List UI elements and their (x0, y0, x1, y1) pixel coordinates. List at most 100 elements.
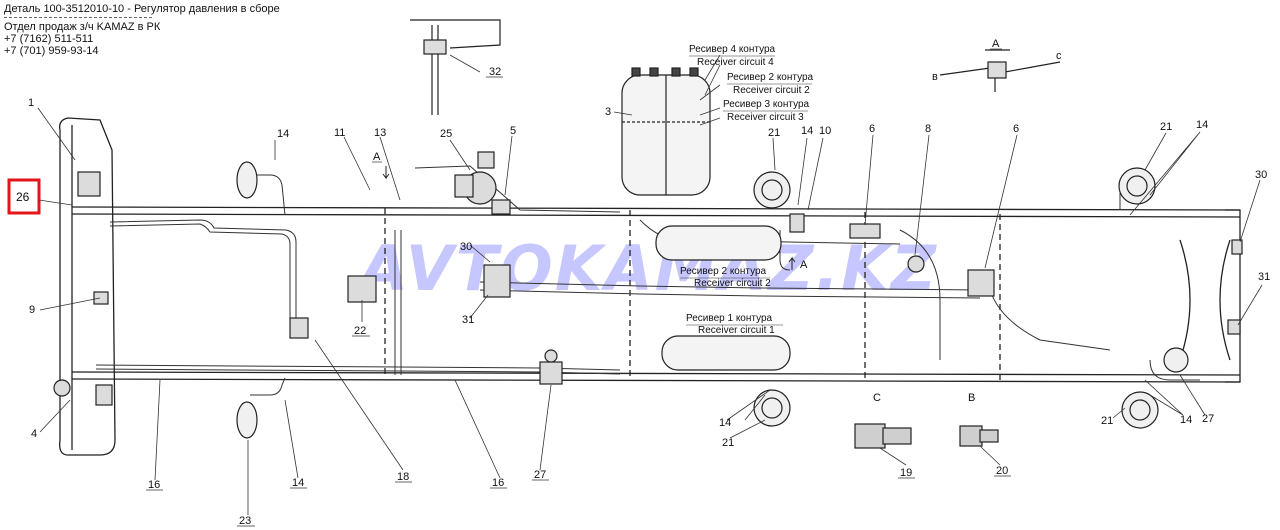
receiver-1-en: Receiver circuit 1 (698, 325, 775, 336)
callout-8: 8 (925, 123, 931, 135)
valve-5 (491, 199, 511, 215)
callout-21-rear-right: 21 (1101, 415, 1113, 427)
front-left-chamber (236, 161, 258, 199)
callout-14-front-left: 14 (277, 128, 289, 140)
receiver-1-ru: Ресивер 1 контура (686, 313, 773, 324)
sales-department: Отдел продаж з/ч KAMAZ в РК (4, 21, 161, 33)
callout-11: 11 (334, 127, 345, 139)
valve-30-rear (1231, 239, 1243, 255)
compressor-1 (77, 171, 101, 197)
receiver-2b-en: Receiver circuit 2 (694, 278, 771, 289)
detail-view-32 (410, 19, 501, 115)
valve-block-30 (483, 264, 511, 298)
callout-20: 20 (996, 465, 1008, 477)
callout-19: 19 (900, 467, 912, 479)
receiver-4-en: Receiver circuit 4 (697, 57, 774, 68)
receiver-circuit-2-tank (655, 225, 782, 261)
callout-21-mid-right: 21 (722, 437, 734, 449)
valve-6-left (849, 223, 881, 239)
valve-8 (907, 255, 925, 273)
callout-9: 9 (29, 304, 35, 316)
callout-6-right: 6 (1013, 123, 1019, 135)
valve-27 (539, 361, 563, 385)
fitting-19 (854, 423, 886, 449)
receiver-circuit-1-tank (661, 335, 791, 371)
watermark-text: AVTOKAMAZ.KZ (355, 232, 938, 305)
callout-30-rear: 30 (1255, 169, 1267, 181)
callout-14-mid-right: 14 (719, 417, 731, 429)
front-right-chamber (236, 401, 258, 439)
callout-10: 10 (819, 125, 831, 137)
callout-21-mid-left: 21 (768, 127, 780, 139)
receiver-4-ru: Ресивер 4 контура (689, 44, 776, 55)
valve-6-right (967, 269, 995, 297)
detail-view-a (939, 49, 1061, 92)
callout-22: 22 (354, 325, 366, 337)
callout-27-rear: 27 (1202, 413, 1214, 425)
valves (53, 151, 1243, 406)
valve-18 (289, 317, 309, 339)
mid-left-chamber (753, 171, 791, 209)
view-a-marker-frame: A (800, 259, 808, 271)
callout-14-mid-left: 14 (801, 125, 813, 137)
callout-21-rear-left: 21 (1160, 121, 1172, 133)
view-c-label: с (1056, 50, 1062, 62)
receiver-3-ru: Ресивер 3 контура (723, 99, 810, 110)
valve-22 (347, 275, 377, 303)
valve-31-rear (1227, 319, 1241, 335)
callout-14-front-right: 14 (292, 477, 304, 489)
callout-4: 4 (31, 428, 37, 440)
frame-rail-top-outer (71, 206, 1241, 211)
callout-5: 5 (510, 125, 516, 137)
highlight-box[interactable] (7, 178, 41, 215)
components (53, 19, 1243, 449)
callout-14-rear-right: 14 (1180, 414, 1192, 426)
front-cross-member (59, 117, 116, 456)
phone-number-2: +7 (701) 959-93-14 (4, 45, 99, 57)
frame-rail-bottom-outer (71, 378, 1241, 383)
view-a-title: A (992, 38, 1000, 50)
callout-16-left: 16 (148, 479, 160, 491)
callout-31-rear: 31 (1258, 271, 1270, 283)
receiver-3-en: Receiver circuit 3 (727, 112, 804, 123)
callout-16-right: 16 (492, 477, 504, 489)
callout-23: 23 (239, 515, 251, 527)
callout-6-left: 6 (869, 123, 875, 135)
valve-9 (93, 291, 109, 305)
view-a-marker: A (373, 151, 381, 163)
callout-26: 26 (16, 190, 30, 204)
callout-18: 18 (397, 471, 409, 483)
part-title: Деталь 100-3512010-10 - Регулятор давлен… (4, 3, 280, 15)
callout-27: 27 (534, 469, 546, 481)
callout-14-rear-left: 14 (1196, 119, 1208, 131)
receiver-2-en: Receiver circuit 2 (733, 85, 810, 96)
receiver-annotations: Ресивер 4 контура Receiver circuit 4 Рес… (680, 44, 814, 336)
callout-31: 31 (462, 314, 474, 326)
phone-number-1: +7 (7162) 511-511 (4, 33, 94, 45)
receiver-cluster (621, 67, 711, 196)
view-b-label: в (932, 71, 938, 83)
section-c-label: С (873, 392, 881, 404)
chassis-frame (59, 117, 1241, 456)
callout-25: 25 (440, 128, 452, 140)
rear-right-chamber (1121, 391, 1159, 429)
page-header: Деталь 100-3512010-10 - Регулятор давлен… (4, 3, 280, 57)
callout-32: 32 (489, 66, 501, 78)
callout-13: 13 (374, 127, 386, 139)
receiver-2b-ru: Ресивер 2 контура (680, 266, 767, 277)
leader-lines (37, 54, 1263, 515)
frame-rail-bottom-inner (71, 371, 1241, 376)
highlighted-part-26[interactable]: 26 (7, 178, 73, 215)
rear-left-chamber (1118, 167, 1156, 205)
view-markers: A в с A A С В (372, 38, 1062, 404)
receiver-2-ru: Ресивер 2 контура (727, 72, 814, 83)
callout-3: 3 (605, 106, 611, 118)
header-divider (4, 17, 152, 18)
section-b-label: В (968, 392, 975, 404)
brake-chambers (236, 161, 1189, 439)
callout-1: 1 (28, 97, 34, 109)
valve-10 (789, 213, 805, 233)
callout-30: 30 (460, 241, 472, 253)
valve-27-rear (1163, 347, 1189, 373)
